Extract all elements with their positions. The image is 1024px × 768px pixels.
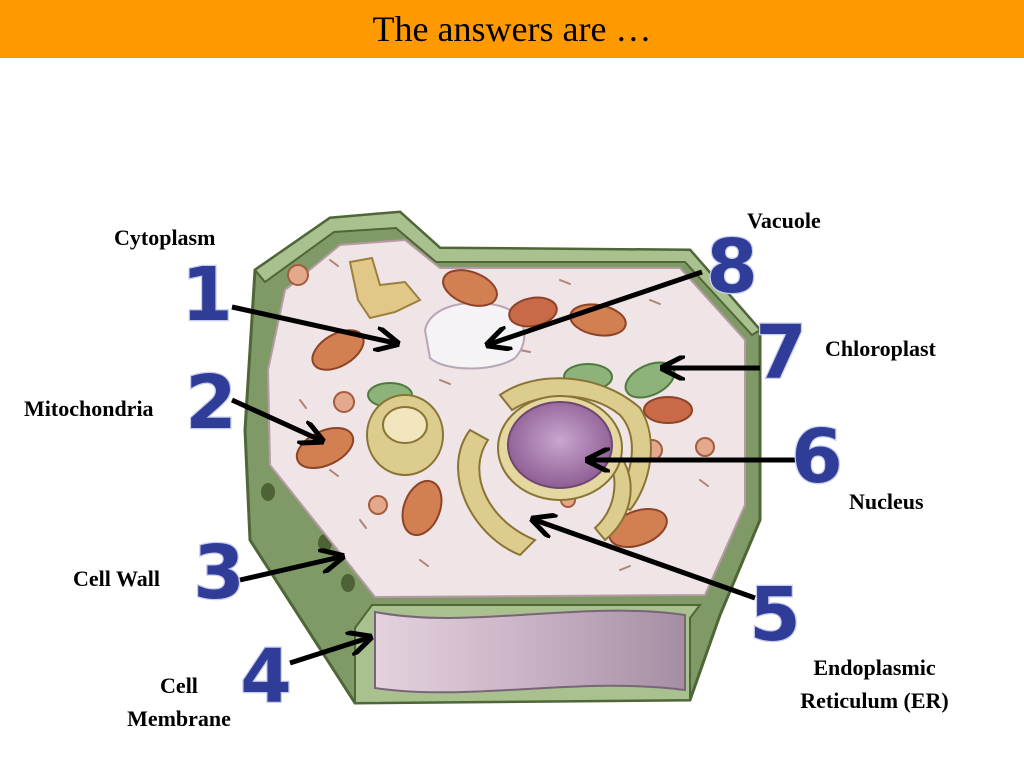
marker-number-8: 8	[706, 224, 758, 310]
arrow-icon-8	[490, 269, 703, 344]
nucleus	[497, 395, 623, 501]
label-vacuole: Vacuole	[747, 208, 821, 233]
label-cell-wall: Cell Wall	[73, 566, 160, 591]
label-er-line-2: Reticulum (ER)	[800, 688, 949, 713]
cell-membrane-section	[354, 604, 703, 705]
label-cell-membrane-line-1: Cell	[160, 673, 198, 698]
label-nucleus: Nucleus	[849, 489, 924, 514]
marker-number-6: 6	[791, 414, 843, 500]
label-chloroplast: Chloroplast	[825, 336, 936, 361]
label-endoplasmic-reticulum: Endoplasmic Reticulum (ER)	[772, 651, 977, 717]
marker-number-5: 5	[749, 572, 801, 658]
page-title: The answers are …	[372, 9, 652, 49]
label-cell-membrane-line-2: Membrane	[127, 706, 231, 731]
label-mitochondria: Mitochondria	[24, 396, 154, 421]
title-bar	[0, 0, 1024, 58]
golgi-body	[348, 256, 422, 320]
marker-number-4: 4	[240, 634, 292, 720]
centriole	[366, 394, 444, 476]
arrow-icon-5	[535, 520, 756, 601]
marker-number-3: 3	[193, 530, 245, 616]
arrow-icon-3	[239, 557, 340, 583]
label-cytoplasm: Cytoplasm	[114, 225, 216, 250]
markers-layer: 1 2 3 4 5 6 78	[180, 223, 844, 722]
marker-number-1: 1	[181, 252, 233, 338]
marker-number-7: 7	[755, 310, 807, 396]
arrow-icon-4	[289, 638, 368, 666]
arrow-icon-1	[231, 304, 395, 343]
vesicles	[287, 264, 715, 515]
marker-number-2: 2	[185, 360, 237, 446]
label-cell-membrane: Cell Membrane	[112, 669, 246, 735]
label-er-line-1: Endoplasmic	[813, 655, 936, 680]
arrow-icon-2	[230, 397, 320, 440]
mitochondria	[295, 269, 693, 548]
